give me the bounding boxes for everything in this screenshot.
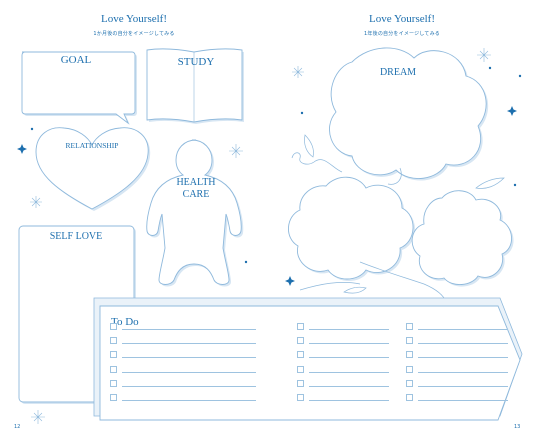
todo-checkbox[interactable] xyxy=(110,379,117,387)
todo-checkbox[interactable] xyxy=(110,323,117,330)
relationship-label: RELATIONSHIP xyxy=(65,141,119,150)
todo-item[interactable] xyxy=(406,365,510,375)
todo-write-line[interactable] xyxy=(122,343,256,345)
todo-item[interactable] xyxy=(297,350,391,360)
flower-cloud-left xyxy=(288,176,416,281)
todo-item[interactable] xyxy=(406,350,510,360)
todo-checkbox[interactable] xyxy=(297,323,304,330)
todo-write-line[interactable] xyxy=(122,400,256,401)
goal-label: GOAL xyxy=(60,54,92,66)
todo-item[interactable] xyxy=(297,393,391,403)
study-book xyxy=(146,48,244,124)
todo-checkbox[interactable] xyxy=(297,379,304,387)
todo-item[interactable] xyxy=(297,336,391,346)
star-icons xyxy=(17,66,522,286)
right-page-number: 13 xyxy=(514,424,521,430)
todo-write-line[interactable] xyxy=(418,357,508,359)
health-care-figure xyxy=(146,139,244,287)
todo-item[interactable] xyxy=(297,379,391,389)
todo-item[interactable] xyxy=(406,393,510,403)
health-label: HEALTH xyxy=(176,177,216,188)
right-page-title: Love Yourself! xyxy=(369,13,435,25)
todo-write-line[interactable] xyxy=(122,357,256,359)
todo-write-line[interactable] xyxy=(309,400,389,401)
todo-checkbox[interactable] xyxy=(297,351,304,359)
todo-write-line[interactable] xyxy=(122,385,256,387)
todo-checkbox[interactable] xyxy=(297,337,304,345)
todo-write-line[interactable] xyxy=(309,357,389,359)
dream-label: DREAM xyxy=(379,67,417,78)
todo-write-line[interactable] xyxy=(418,385,508,387)
todo-item[interactable] xyxy=(110,322,258,332)
todo-item[interactable] xyxy=(406,322,510,332)
todo-write-line[interactable] xyxy=(418,371,508,373)
todo-item[interactable] xyxy=(406,379,510,389)
todo-checkbox[interactable] xyxy=(110,337,117,345)
todo-item[interactable] xyxy=(110,365,258,375)
todo-checkbox[interactable] xyxy=(406,394,413,401)
todo-write-line[interactable] xyxy=(309,385,389,387)
todo-write-line[interactable] xyxy=(309,371,389,373)
dream-cloud xyxy=(329,47,489,181)
todo-title: To Do xyxy=(111,316,139,328)
todo-item[interactable] xyxy=(110,350,258,360)
todo-item[interactable] xyxy=(110,379,258,389)
todo-checkbox[interactable] xyxy=(297,394,304,401)
todo-write-line[interactable] xyxy=(309,329,389,330)
todo-checkbox[interactable] xyxy=(297,365,304,373)
todo-checkbox[interactable] xyxy=(406,337,413,345)
left-page-subtitle: 1か月後の自分をイメージしてみる xyxy=(93,31,175,37)
study-label: STUDY xyxy=(177,56,215,68)
todo-write-line[interactable] xyxy=(418,329,508,330)
todo-checkbox[interactable] xyxy=(110,394,117,401)
right-page-subtitle: 1年後の自分をイメージしてみる xyxy=(364,31,440,37)
todo-checkbox[interactable] xyxy=(110,365,117,373)
todo-checkbox[interactable] xyxy=(406,379,413,387)
todo-item[interactable] xyxy=(297,365,391,375)
todo-item[interactable] xyxy=(110,393,258,403)
sparkle-icons xyxy=(30,48,491,424)
todo-write-line[interactable] xyxy=(309,343,389,345)
self-love-label: SELF LOVE xyxy=(49,231,103,242)
todo-arrow-panel xyxy=(93,297,523,421)
todo-item[interactable] xyxy=(110,336,258,346)
care-label: CARE xyxy=(182,189,210,200)
left-page-title: Love Yourself! xyxy=(101,13,167,25)
todo-write-line[interactable] xyxy=(122,371,256,373)
todo-write-line[interactable] xyxy=(418,400,508,401)
todo-write-line[interactable] xyxy=(122,329,256,330)
todo-checkbox[interactable] xyxy=(110,351,117,359)
todo-checkbox[interactable] xyxy=(406,323,413,330)
goal-speech-bubble xyxy=(21,51,137,125)
decorative-vines xyxy=(291,134,505,303)
todo-checkbox[interactable] xyxy=(406,351,413,359)
todo-checkbox[interactable] xyxy=(406,365,413,373)
flower-cloud-right xyxy=(411,190,514,287)
left-page-number: 12 xyxy=(14,424,21,430)
todo-item[interactable] xyxy=(297,322,391,332)
todo-item[interactable] xyxy=(406,336,510,346)
relationship-heart xyxy=(35,127,151,211)
todo-write-line[interactable] xyxy=(418,343,508,345)
